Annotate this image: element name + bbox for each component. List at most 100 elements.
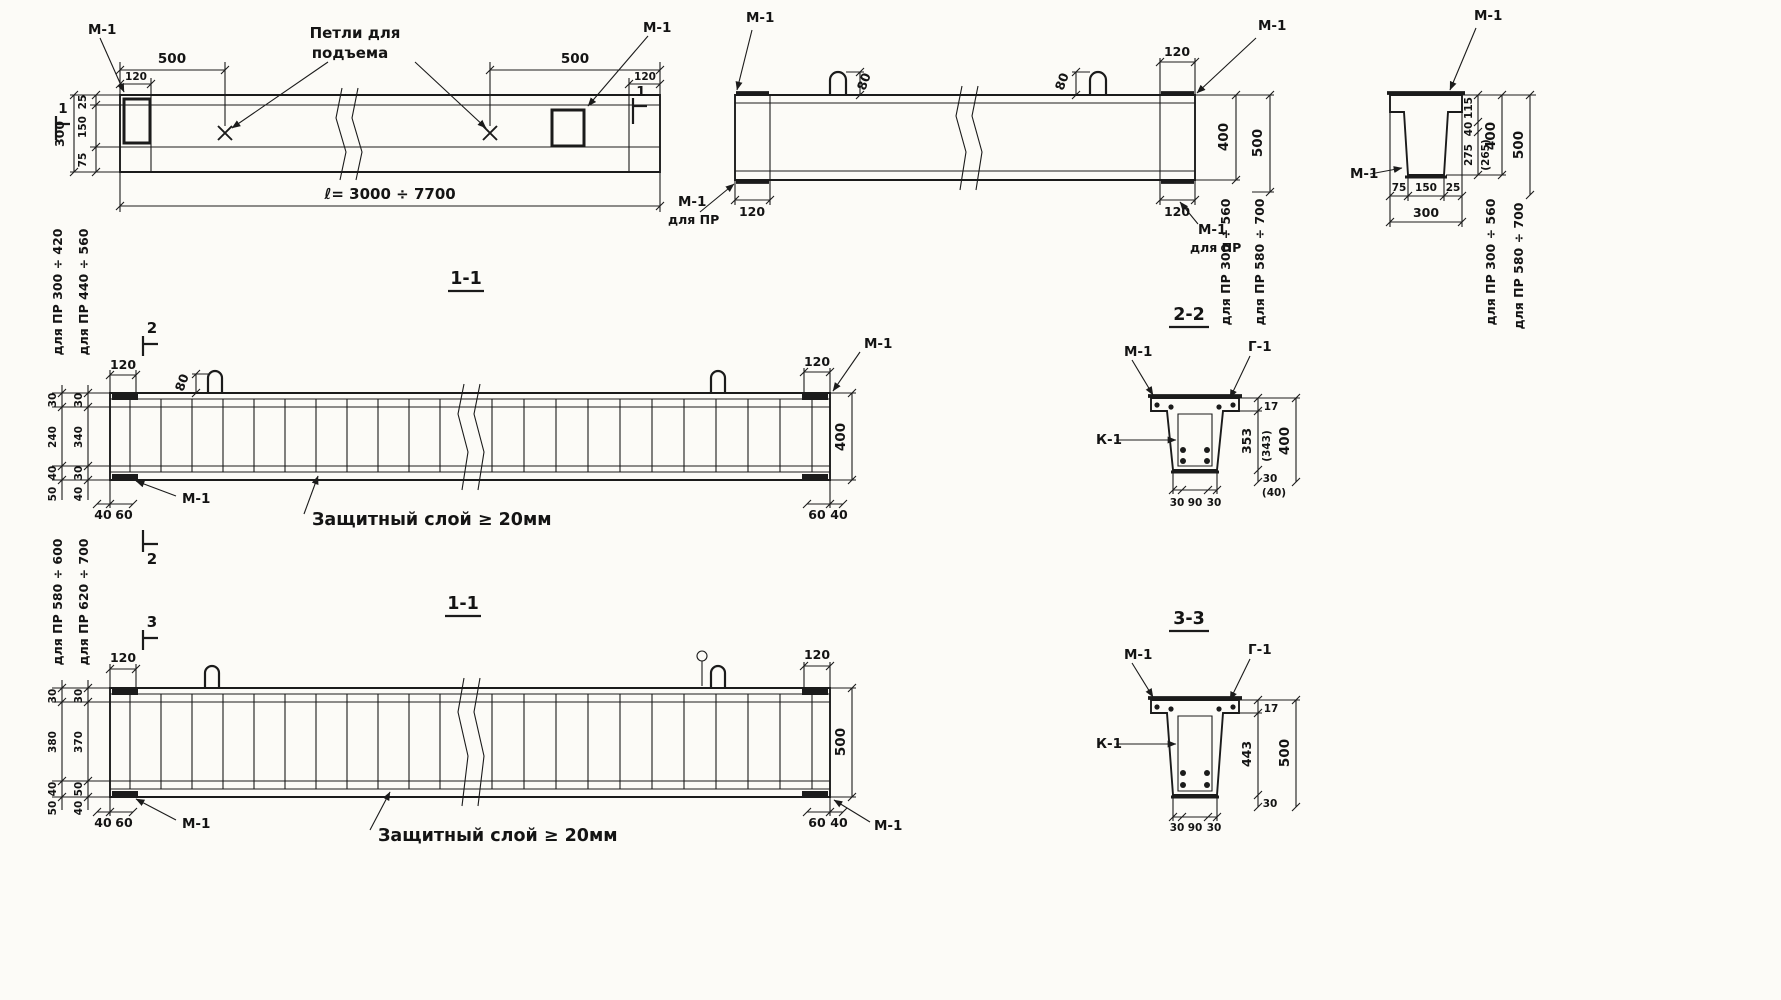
elev-lifting-loops (828, 70, 1108, 95)
sec11a-dim-40-right: 40 (830, 507, 848, 522)
sec33-k1-label: К-1 (1096, 736, 1122, 752)
elev-range-400: для ПР 300 ÷ 560 (1218, 198, 1233, 325)
plan-m1-right-leader (587, 35, 649, 107)
elev-m1-botright-leader (1179, 201, 1199, 225)
sec11b-stirrups (129, 694, 813, 789)
view-section-1-1-top: 1-1 2 2 120 120 80 М-1 М-1 400 40 60 60 … (47, 228, 892, 568)
sec11b-dim-60-left: 60 (115, 815, 133, 830)
sec11b-plate-bl (112, 791, 138, 797)
sec11a-dim-inner-1: 340 (73, 426, 85, 448)
sec11b-dim-inner-2: 50 (73, 782, 85, 797)
view-elevation: М-1 М-1 80 80 120 120 120 М-1 для ПР М-1… (668, 10, 1286, 325)
elev-m1-topright-label: М-1 (1258, 18, 1286, 34)
sec22-dim-17: 17 (1264, 401, 1279, 413)
plan-loop-cross-marks (217, 125, 498, 141)
sec11a-dim-400: 400 (833, 423, 849, 451)
sec11a-dim-60-left: 60 (115, 507, 133, 522)
sec22-title: 2-2 (1173, 305, 1205, 325)
sec22-m1-leader (1131, 359, 1154, 396)
elev-dim-80-left: 80 (854, 70, 874, 92)
sec11b-plate-tr (802, 689, 828, 695)
sec11b-position-balloon (696, 650, 708, 662)
sec11b-cut-top-label: 3 (147, 613, 157, 631)
elev-forpr-botleft-label: для ПР (668, 212, 719, 227)
sec11b-dim-500: 500 (833, 728, 849, 756)
sec11b-dim-outer-2: 40 (47, 782, 59, 797)
sec11a-dim-inner-3: 40 (73, 487, 85, 502)
plan-cut-left-label: 1 (58, 101, 67, 117)
sec33-dim-443: 443 (1239, 741, 1254, 767)
lift-note-line2: подъема (312, 44, 389, 62)
sec33-dim-17: 17 (1264, 703, 1279, 715)
sec11b-chord-lines (110, 693, 830, 790)
sec33-dim-bottom-2: 30 (1207, 822, 1222, 834)
sec11a-plate-tr (802, 394, 828, 400)
endsec-range-500: для ПР 580 ÷ 700 (1511, 202, 1526, 329)
sec11b-m1-botright-label: М-1 (874, 818, 902, 834)
elev-dim-400: 400 (1216, 123, 1232, 151)
sec33-stirrup (1177, 715, 1213, 792)
sec33-dim-500: 500 (1277, 739, 1293, 767)
sec11b-dim-120-left: 120 (110, 650, 136, 665)
sec11b-plate-br (802, 791, 828, 797)
endsec-dim-500: 500 (1511, 131, 1527, 159)
plan-embed-plate-left (122, 97, 152, 145)
sec11a-break-lines (457, 383, 485, 491)
sec11a-cut-mark-top (141, 336, 158, 356)
elev-m1-botleft-label: М-1 (678, 194, 706, 210)
sec11a-dim-120-right: 120 (804, 354, 830, 369)
sec11a-m1-botleft-leader (135, 480, 177, 497)
sec11a-dim-60-right: 60 (808, 507, 826, 522)
view-section-3-3: 3-3 М-1 Г-1 К-1 17 443 500 30 30 90 30 (1096, 609, 1301, 834)
sec11b-dim-outer-0: 30 (47, 689, 59, 704)
sec11b-dim-outer-1: 380 (47, 731, 59, 753)
sec11a-plate-tl (112, 394, 138, 400)
sec22-dim-lines (1168, 393, 1301, 495)
sec11b-lifting-loops (203, 664, 727, 688)
elev-inner-lines (735, 95, 1195, 180)
plan-dim-120-left: 120 (125, 71, 147, 83)
sec22-dim-40: (40) (1262, 487, 1286, 499)
sec11b-plate-tl (112, 689, 138, 695)
plan-m1-right-label: М-1 (643, 20, 671, 36)
sec11a-lifting-loops (206, 369, 727, 393)
plan-cut-mark-left (54, 116, 70, 140)
sec33-rebar-dots (1154, 704, 1236, 788)
elev-m1-topleft-leader (735, 29, 753, 91)
sec22-dim-bottom-2: 30 (1207, 497, 1222, 509)
plan-length-label: ℓ= 3000 ÷ 7700 (323, 185, 455, 203)
sec11a-range-inner: для ПР 440 ÷ 560 (76, 228, 91, 355)
sec11a-m1-topright-leader (832, 351, 861, 392)
endsec-m1-top-leader (1449, 27, 1477, 91)
sec33-title: 3-3 (1173, 609, 1205, 629)
plan-embed-plate-right (550, 108, 586, 148)
sec11a-cage-outline (109, 392, 831, 481)
elev-dim-120-botleft: 120 (739, 204, 765, 219)
elev-range-500: для ПР 580 ÷ 700 (1252, 198, 1267, 325)
elev-dim-120-topright: 120 (1164, 44, 1190, 59)
plan-dim-25: 25 (77, 95, 89, 110)
sec33-g1-leader (1229, 658, 1251, 701)
sec33-dim-bottom-0: 30 (1170, 822, 1185, 834)
sec11a-m1-botleft-label: М-1 (182, 491, 210, 507)
plan-dim-500-right: 500 (561, 51, 589, 67)
elev-dim-120-botright: 120 (1164, 204, 1190, 219)
sec22-dim-30: 30 (1263, 473, 1278, 485)
sec22-m1-label: М-1 (1124, 344, 1152, 360)
sec11b-dim-120-right: 120 (804, 647, 830, 662)
sec11b-cut-mark-top (141, 630, 158, 650)
sec11b-m1-botleft-leader (135, 798, 177, 821)
sec11a-dim-lines (52, 367, 857, 509)
sec11a-dim-inner-2: 30 (73, 466, 85, 481)
endsec-dim-300: 300 (1413, 205, 1439, 220)
sec22-g1-leader (1229, 355, 1251, 399)
plan-dim-75: 75 (77, 153, 89, 168)
sec11a-dim-inner-0: 30 (73, 393, 85, 408)
sec11b-dim-inner-3: 40 (73, 801, 85, 816)
endsec-dim-75: 75 (1392, 182, 1407, 194)
sec11a-cut-top-label: 2 (147, 319, 157, 337)
sec11a-dim-outer-1: 240 (47, 426, 59, 448)
elev-dim-lines (730, 57, 1275, 205)
sec11a-plate-br (802, 474, 828, 480)
